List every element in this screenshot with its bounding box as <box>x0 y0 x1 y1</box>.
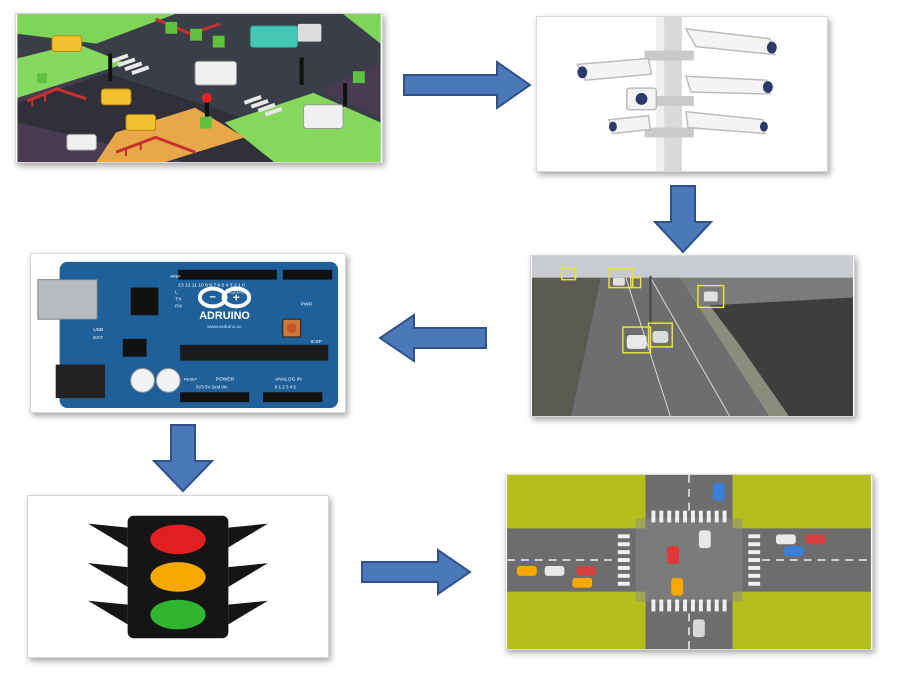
junction-panel <box>505 474 873 650</box>
cctv-camera-pole-icon <box>537 17 827 171</box>
board-analog-label: ANALOG IN <box>275 376 302 382</box>
board-brand: ADRUINO <box>199 310 250 322</box>
controller-panel: − + ADRUINO www.arduino.cc 13 12 11 10 9… <box>30 253 346 413</box>
svg-text:−: − <box>210 291 216 303</box>
board-pwr-label: PWR <box>301 301 313 307</box>
arrow-down-2 <box>152 423 214 493</box>
arrow-right-2 <box>360 548 472 596</box>
board-analog-pins: 0 1 2 3 4 5 <box>275 384 297 389</box>
board-rx-label: RX <box>175 303 183 309</box>
city-intersection-panel <box>15 13 383 163</box>
board-digital-label: DIGITAL <box>226 290 245 296</box>
board-reset-label: RESET <box>184 376 198 381</box>
arrow-right-1 <box>402 60 532 110</box>
board-digital-pins: 13 12 11 10 9 8 7 6 5 4 3 2 1 0 <box>178 283 245 289</box>
board-power-label: POWER <box>216 376 235 382</box>
board-usb-label: USB <box>93 327 104 333</box>
controlled-intersection-icon <box>507 475 871 649</box>
signal-panel <box>27 495 329 658</box>
vehicle-detection-icon <box>532 256 853 416</box>
traffic-light-icon <box>28 496 328 657</box>
detection-panel <box>530 255 855 417</box>
arrow-down-icon <box>152 424 214 493</box>
arrow-right-icon <box>361 548 472 596</box>
arduino-board-icon: − + ADRUINO www.arduino.cc 13 12 11 10 9… <box>31 254 345 412</box>
board-l-label: L <box>175 290 178 296</box>
board-aref-label: AREF <box>170 274 181 279</box>
board-tx-label: TX <box>175 296 182 302</box>
board-ext-label: EXT <box>93 335 103 341</box>
voxel-city-intersection-icon <box>17 14 381 162</box>
cameras-panel <box>536 16 828 172</box>
arrow-left-1 <box>378 313 488 363</box>
arrow-down-icon <box>653 185 713 254</box>
arrow-left-icon <box>378 313 487 363</box>
board-site: www.arduino.cc <box>207 324 242 330</box>
board-icsp-label: ICSP <box>310 339 322 345</box>
arrow-right-icon <box>403 60 532 110</box>
board-power-pins: 3V3 5V Gnd Vin <box>196 384 228 389</box>
svg-text:+: + <box>233 290 240 304</box>
arrow-down-1 <box>653 184 713 254</box>
